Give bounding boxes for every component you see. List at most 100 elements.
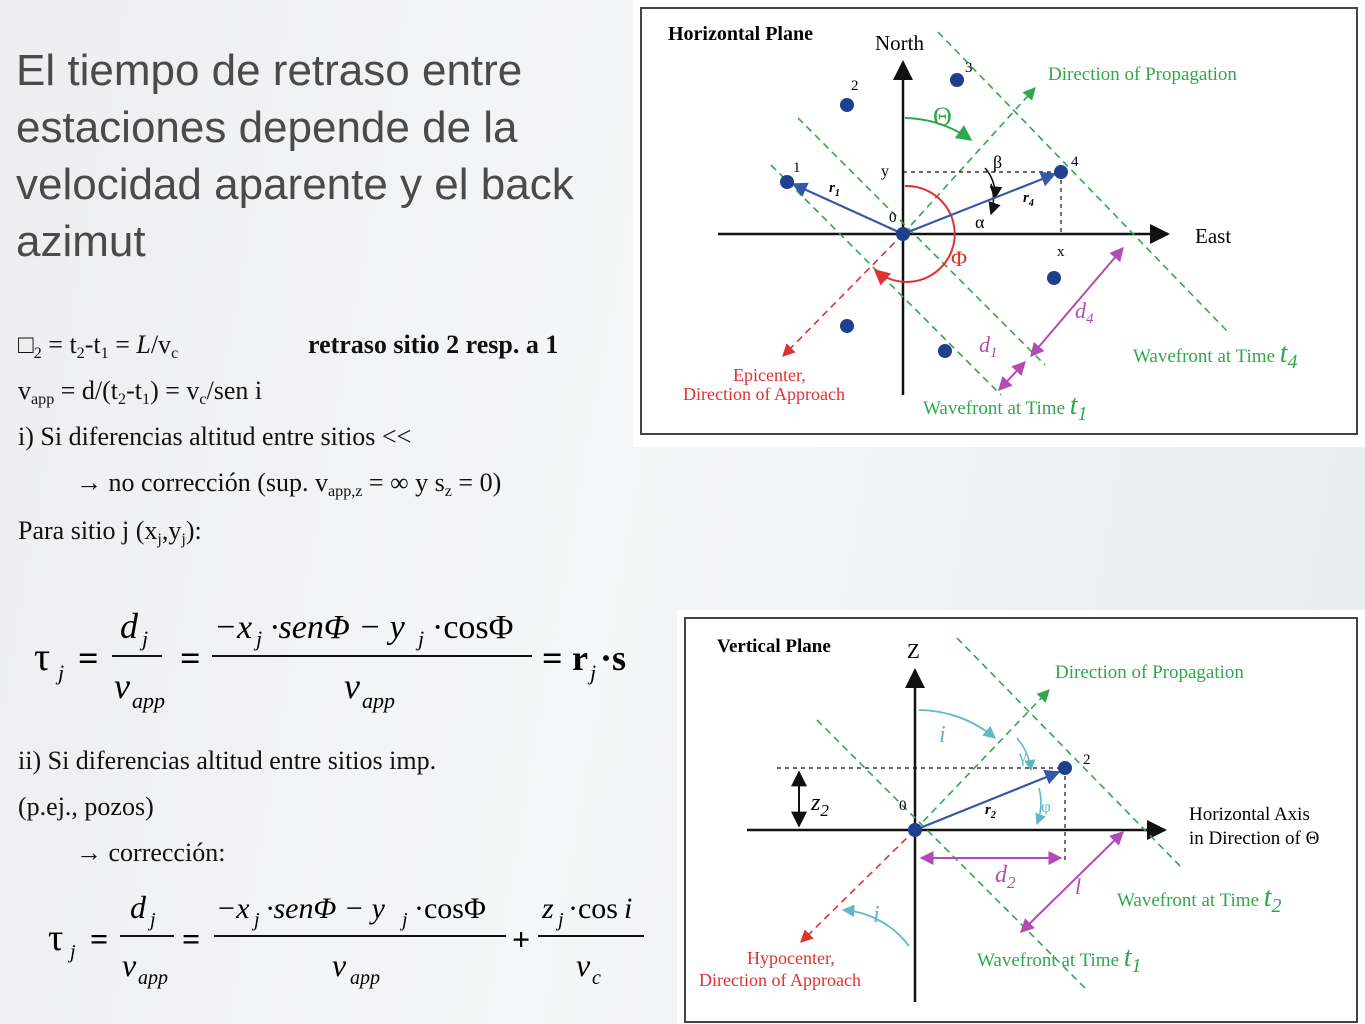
- svg-text:v: v: [114, 666, 130, 706]
- svg-text:d: d: [130, 889, 147, 925]
- label-3: 3: [965, 60, 973, 76]
- svg-text:i: i: [624, 892, 632, 925]
- label-2: 2: [1083, 752, 1091, 768]
- r2-vector: [914, 770, 1061, 832]
- station-extra-1: [1047, 271, 1061, 285]
- phi-arc: [1035, 787, 1046, 826]
- svg-text:−x: −x: [214, 609, 252, 646]
- svg-text:·s: ·s: [600, 638, 626, 678]
- station-2: [840, 98, 854, 112]
- l-label: l: [1075, 874, 1081, 899]
- svg-text:v: v: [576, 947, 591, 983]
- gamma-arc: [1016, 737, 1036, 772]
- y-label: y: [881, 163, 889, 180]
- incidence-arc: [918, 709, 996, 739]
- svg-text:v: v: [122, 947, 137, 983]
- r4-vector: [902, 171, 1057, 236]
- equation-tau-horizontal: τ j = d j v app = −x j ·senΦ − y j ·cosΦ…: [20, 598, 640, 720]
- svg-text:j: j: [555, 909, 564, 931]
- epicenter-label: Epicenter,: [733, 365, 806, 385]
- station-extra-2: [840, 319, 854, 333]
- figure-vertical-plane: Vertical Plane Z Horizontal Axis in Dire…: [677, 610, 1365, 1024]
- svg-text:app: app: [362, 688, 395, 713]
- svg-text:j: j: [415, 626, 424, 651]
- delay-line: □2 = t2-t1 = L/vc retraso sitio 2 resp. …: [18, 330, 559, 362]
- svg-text:=: =: [182, 921, 200, 957]
- l-arrow: [1020, 831, 1124, 933]
- theta-label: Θ: [933, 102, 952, 131]
- d4-arrow: [1030, 246, 1124, 358]
- site-j-line: Para sitio j (xj,yj):: [18, 516, 202, 548]
- label-1: 1: [793, 160, 801, 176]
- label-2: 2: [851, 78, 859, 94]
- propagation-label: Direction of Propagation: [1055, 662, 1244, 683]
- label-0: 0: [899, 798, 907, 814]
- hypocenter-incidence-arc: [841, 904, 910, 947]
- station-0: [896, 227, 910, 241]
- svg-text:j: j: [139, 626, 148, 651]
- wavefront-mid: [797, 117, 1046, 366]
- d1-label: d1: [979, 332, 998, 361]
- wavefront-t1: [816, 719, 1088, 991]
- case-i-line: i) Si diferencias altitud entre sitios <…: [18, 422, 412, 451]
- vapp-line: vapp = d/(t2-t1) = vc/sen i: [18, 376, 263, 408]
- approach-arrow: [782, 233, 904, 357]
- slide-title: El tiempo de retraso entre estaciones de…: [16, 46, 574, 266]
- svg-text:d: d: [120, 606, 139, 646]
- hypocenter-incidence-label: i: [873, 902, 880, 928]
- svg-text:j: j: [253, 626, 262, 651]
- wavefront-t2: [956, 637, 1183, 869]
- phi-arc: [873, 184, 956, 286]
- svg-text:j: j: [67, 941, 76, 963]
- east-label: East: [1195, 224, 1231, 248]
- north-label: North: [875, 31, 924, 55]
- haxis-label-1: Horizontal Axis: [1189, 804, 1310, 825]
- panel-title: Horizontal Plane: [668, 23, 813, 45]
- svg-text:j: j: [587, 660, 596, 685]
- hypocenter-label: Hypocenter,: [747, 948, 835, 968]
- wavefront-t1-label: Wavefront at Time t1: [977, 942, 1142, 977]
- station-3: [950, 73, 964, 87]
- r2-label: r2: [985, 802, 996, 821]
- svg-text:−x: −x: [216, 892, 250, 925]
- correction-line: → corrección:: [76, 838, 226, 867]
- case-ii-line: ii) Si diferencias altitud entre sitios …: [18, 746, 437, 775]
- alpha-label: α: [975, 212, 985, 232]
- station-1: [780, 175, 794, 189]
- approach-label: Direction of Approach: [683, 384, 845, 404]
- gamma-label: γ: [1018, 747, 1027, 766]
- beta-arc: [984, 167, 1003, 200]
- phi-label: Φ: [951, 246, 967, 271]
- svg-text:τ: τ: [34, 634, 50, 679]
- r4-label: r4: [1023, 190, 1034, 209]
- wavefront-t4-label: Wavefront at Time t4: [1133, 338, 1298, 373]
- d4-label: d4: [1075, 298, 1094, 327]
- no-correction-line: → no corrección (sup. vapp,z = ∞ y sz = …: [76, 468, 502, 500]
- phi-label: φ: [1041, 797, 1051, 816]
- station-2: [1058, 761, 1072, 775]
- propagation-arrow: [902, 87, 1036, 235]
- delay-note: retraso sitio 2 resp. a 1: [308, 330, 559, 359]
- incidence-label: i: [939, 722, 946, 748]
- svg-text:j: j: [147, 909, 156, 931]
- label-4: 4: [1071, 154, 1079, 170]
- figure-horizontal-plane: Horizontal Plane North East Direction of…: [633, 0, 1365, 447]
- z-label: Z: [907, 639, 920, 663]
- svg-text:=: =: [78, 638, 99, 678]
- svg-text:app: app: [132, 688, 165, 713]
- svg-text:z: z: [541, 892, 554, 925]
- panel-title: Vertical Plane: [717, 636, 831, 657]
- theta-arc: [904, 117, 973, 141]
- svg-text:r: r: [572, 638, 588, 678]
- x-label: x: [1057, 244, 1065, 260]
- equation-tau-corrected: τ j = d j v app = −x j ·senΦ − y j ·cosΦ…: [20, 882, 660, 1002]
- svg-text:j: j: [55, 660, 64, 685]
- haxis-label-2: in Direction of Θ: [1189, 828, 1319, 849]
- svg-text:·cosΦ: ·cosΦ: [414, 892, 486, 925]
- svg-text:=: =: [90, 921, 108, 957]
- wavefront-t2-label: Wavefront at Time t2: [1117, 882, 1282, 917]
- r1-label: r1: [829, 180, 840, 199]
- wavefront-t4: [937, 31, 1229, 333]
- approach-label: Direction of Approach: [699, 970, 861, 990]
- approach-arrow: [800, 829, 916, 943]
